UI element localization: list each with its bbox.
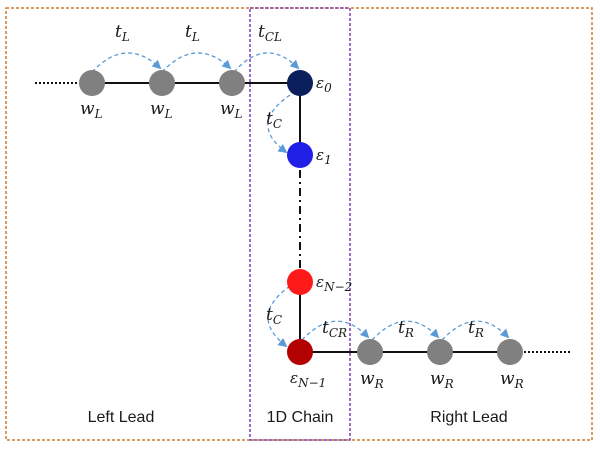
- region-label-left-lead: Left Lead: [88, 409, 155, 426]
- hop-arrow-right-2: [441, 320, 510, 341]
- label-wL-3: wL: [220, 99, 243, 121]
- chain-site-eps0: [287, 70, 313, 96]
- left-lead-site: [219, 70, 245, 96]
- left-lead-site: [149, 70, 175, 96]
- chain-site-eps1: [287, 142, 313, 168]
- label-tCL: tCL: [258, 22, 282, 44]
- hop-arrow-cr: [301, 320, 370, 341]
- right-lead-site: [357, 339, 383, 365]
- hop-arrow-left-1: [91, 52, 162, 73]
- left-lead-site: [79, 70, 105, 96]
- hop-arrow-cl: [233, 52, 300, 73]
- label-wR-1: wR: [360, 369, 384, 391]
- label-tC-bottom: tC: [266, 305, 282, 327]
- chain-region-border: [249, 7, 351, 441]
- chain-site-epsN2: [287, 269, 313, 295]
- region-label-right-lead: Right Lead: [430, 409, 507, 426]
- label-wL-1: wL: [80, 99, 103, 121]
- hop-arrow-left-2: [161, 52, 232, 73]
- label-wR-2: wR: [430, 369, 454, 391]
- right-lead-site: [427, 339, 453, 365]
- hop-arrow-right-1: [371, 320, 440, 341]
- label-wL-2: wL: [150, 99, 173, 121]
- label-eps0: ε0: [316, 74, 332, 95]
- right-lead-site: [497, 339, 523, 365]
- label-epsN2: εN−2: [316, 273, 352, 294]
- label-tL-1: tL: [115, 22, 130, 44]
- label-tL-2: tL: [185, 22, 200, 44]
- label-eps1: ε1: [316, 146, 332, 167]
- label-tR-2: tR: [468, 318, 484, 340]
- label-wR-3: wR: [500, 369, 524, 391]
- region-label-chain: 1D Chain: [267, 409, 334, 426]
- chain-site-epsN1: [287, 339, 313, 365]
- label-tR-1: tR: [398, 318, 414, 340]
- label-epsN1: εN−1: [290, 369, 326, 390]
- hop-arrow-chain-top: [267, 94, 291, 154]
- hop-arrow-chain-bottom: [267, 285, 291, 348]
- label-tCR: tCR: [322, 318, 347, 340]
- label-tC-top: tC: [266, 109, 282, 131]
